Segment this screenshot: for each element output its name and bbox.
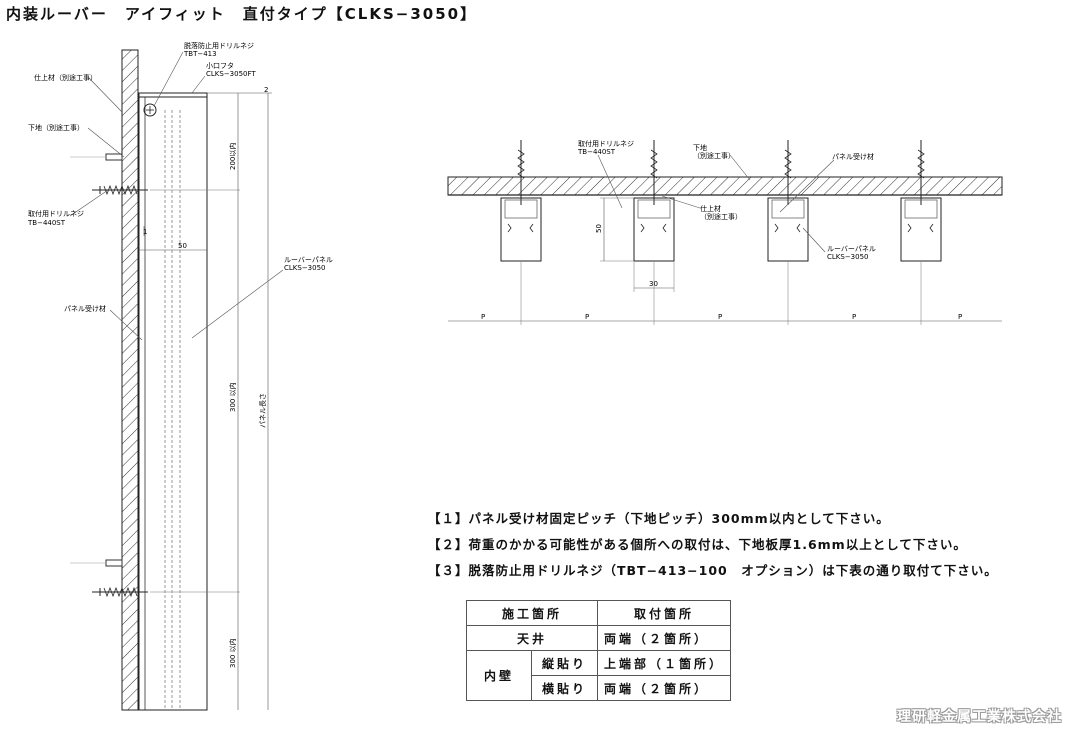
cell-horizontal-value: 両端（２箇所） xyxy=(596,675,732,701)
base-strip-mid xyxy=(105,559,123,567)
table-row: 横貼り 両端（２箇所） xyxy=(467,675,732,701)
mount-screw-top xyxy=(92,184,148,196)
rv-pitch-3: P xyxy=(718,313,722,321)
cell-vertical-value: 上端部（１箇所） xyxy=(596,650,732,676)
base-strip-top xyxy=(105,153,123,161)
table-row: 内壁 縦貼り 上端部（１箇所） xyxy=(466,650,732,701)
rv-dim-50: 50 xyxy=(595,224,603,233)
table-row: 天井 両端（２箇所） xyxy=(466,625,732,651)
ceiling-section-view: 取付用ドリルネジ TB−440ST 下地 （別途工事） パネル受け材 仕上材 （… xyxy=(447,139,1003,325)
label-end-cap-code: CLKS−3050FT xyxy=(206,70,256,78)
rv-pitch-2: P xyxy=(585,313,589,321)
profile-1 xyxy=(500,140,542,262)
cell-horizontal: 横貼り xyxy=(531,675,598,701)
rv-dim-30: 30 xyxy=(649,280,658,288)
dim-width-50: 50 xyxy=(178,242,187,250)
rv-mount-screw-code: TB−440ST xyxy=(577,148,616,156)
cell-wall: 内壁 xyxy=(466,650,532,701)
rv-pitch-5: P xyxy=(958,313,962,321)
rv-base-name: 下地 xyxy=(693,143,707,152)
table-header-row: 施工箇所 取付箇所 xyxy=(466,600,732,626)
rv-finish-name: 仕上材 xyxy=(700,204,721,213)
rv-mount-screw-name: 取付用ドリルネジ xyxy=(578,139,634,148)
label-base: 下地（別途工事） xyxy=(28,123,84,132)
label-panel-code: CLKS−3050 xyxy=(284,264,326,272)
dim-300-within-a: 300 以内 xyxy=(228,382,237,412)
wall-hatch xyxy=(121,49,139,711)
company-name: 理研軽金属工業株式会社 xyxy=(897,709,1062,725)
rv-panel-code: CLKS−3050 xyxy=(827,253,869,261)
profile-4 xyxy=(900,140,942,262)
rv-receiver: パネル受け材 xyxy=(832,152,874,161)
label-fall-screw-code: TBT−413 xyxy=(183,50,217,58)
label-fall-screw-name: 脱落防止用ドリルネジ xyxy=(184,41,254,50)
label-mount-screw-code: TB−440ST xyxy=(27,219,66,227)
cell-ceiling: 天井 xyxy=(466,625,598,651)
label-receiver: パネル受け材 xyxy=(64,304,106,313)
cell-vertical: 縦貼り xyxy=(531,650,598,676)
label-finish: 仕上材（別途工事） xyxy=(34,73,97,82)
installation-table: 施工箇所 取付箇所 天井 両端（２箇所） 内壁 縦貼り 上端部（１箇所） 横貼り… xyxy=(466,600,732,701)
rv-pitch-4: P xyxy=(852,313,856,321)
rv-panel-name: ルーバーパネル xyxy=(827,245,876,253)
mount-screw-bottom xyxy=(92,586,148,598)
dim-gap-1: 1 xyxy=(143,228,147,236)
profile-2 xyxy=(633,140,675,262)
rv-base-note: （別途工事） xyxy=(693,151,735,160)
cell-ceiling-value: 両端（２箇所） xyxy=(596,625,732,651)
fall-prevention-screw-icon xyxy=(143,103,157,117)
louver-panel xyxy=(138,95,208,711)
dim-panel-length: パネル長さ xyxy=(259,393,267,428)
header-place: 施工箇所 xyxy=(466,600,598,626)
note-2: 【２】荷重のかかる可能性がある個所への取付は、下地板厚1.6mm以上として下さい… xyxy=(428,537,967,552)
header-count: 取付箇所 xyxy=(596,600,732,626)
dim-top-gap: 2 xyxy=(264,86,268,94)
panel-receiver xyxy=(138,95,146,711)
notes-list: 【１】パネル受け材固定ピッチ（下地ピッチ）300mm以内として下さい。 【２】荷… xyxy=(428,508,998,586)
label-mount-screw-name: 取付用ドリルネジ xyxy=(28,209,84,218)
drawing-title: 内装ルーバー アイフィット 直付タイプ【CLKS−3050】 xyxy=(6,5,478,23)
label-end-cap-name: 小口フタ xyxy=(206,61,234,70)
ceiling-hatch xyxy=(447,176,1003,196)
rv-finish-note: （別途工事） xyxy=(700,212,742,221)
wall-section-view: 仕上材（別途工事） 下地（別途工事） 脱落防止用ドリルネジ TBT−413 小口… xyxy=(27,41,333,711)
note-3: 【３】脱落防止用ドリルネジ（TBT−413−100 オプション）は下表の通り取付… xyxy=(428,563,998,578)
note-1: 【１】パネル受け材固定ピッチ（下地ピッチ）300mm以内として下さい。 xyxy=(428,511,890,526)
dim-200-within: 200以内 xyxy=(228,143,237,170)
label-panel-name: ルーバーパネル xyxy=(284,256,333,264)
profile-3 xyxy=(767,140,809,262)
dim-300-within-b: 300 以内 xyxy=(228,638,237,668)
end-cap xyxy=(138,92,208,98)
rv-pitch-1: P xyxy=(481,313,485,321)
